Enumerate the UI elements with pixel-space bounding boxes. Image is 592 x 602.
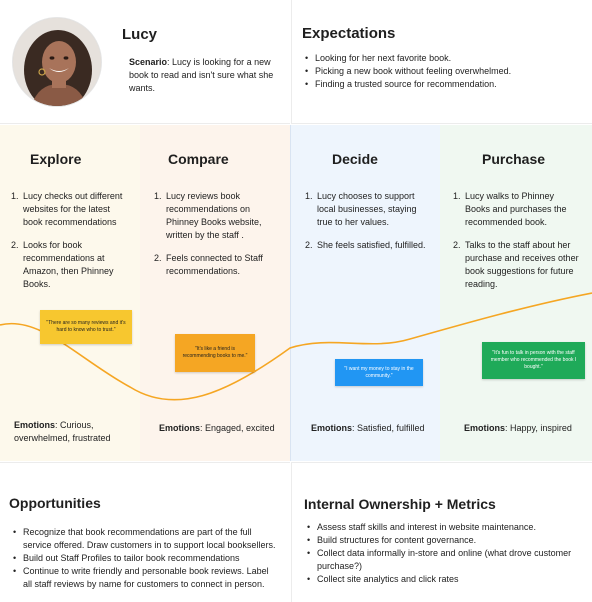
emotions-label: Emotions: [14, 420, 56, 430]
quote-note: "I want my money to stay in the communit…: [335, 359, 423, 386]
stage-title: Compare: [168, 151, 229, 167]
emotions: Emotions: Satisfied, fulfilled: [311, 422, 439, 435]
stage-purchase: Purchase 1.Lucy walks to Phinney Books a…: [440, 125, 592, 461]
emotions-label: Emotions: [464, 423, 506, 433]
step-item: 2.Looks for book recommendations at Amaz…: [11, 240, 114, 289]
emotions-text: : Satisfied, fulfilled: [352, 423, 425, 433]
ownership-title: Internal Ownership + Metrics: [304, 496, 496, 512]
scenario-label: Scenario: [129, 57, 168, 67]
persona-portrait-image: [13, 18, 101, 106]
emotions: Emotions: Curious, overwhelmed, frustrat…: [14, 419, 124, 445]
opportunities-title: Opportunities: [9, 495, 101, 511]
step-text: Lucy walks to Phinney Books and purchase…: [465, 191, 567, 227]
expectations-panel: Expectations Looking for her next favori…: [291, 0, 592, 124]
emotions: Emotions: Engaged, excited: [159, 422, 287, 435]
expectations-title: Expectations: [302, 25, 396, 42]
ownership-panel: Internal Ownership + Metrics Assess staf…: [291, 462, 592, 602]
step-item: 1.Lucy chooses to support local business…: [305, 191, 417, 227]
avatar: [12, 17, 102, 107]
ownership-item: Build structures for content governance.: [306, 534, 578, 547]
opportunity-item: Recognize that book recommendations are …: [12, 526, 280, 552]
quote-note: "It's like a friend is recommending book…: [175, 334, 255, 372]
opportunities-panel: Opportunities Recognize that book recomm…: [0, 462, 290, 602]
ownership-item: Collect data informally in-store and onl…: [306, 547, 578, 573]
persona-name: Lucy: [122, 26, 158, 43]
ownership-item: Collect site analytics and click rates: [306, 573, 578, 586]
scenario-description: : Lucy is looking for a new book to read…: [129, 57, 274, 93]
quote-note: "There are so many reviews and it's hard…: [40, 310, 132, 344]
step-text: She feels satisfied, fulfilled.: [317, 240, 426, 250]
persona-panel: Lucy Scenario: Lucy is looking for a new…: [0, 0, 290, 124]
step-text: Feels connected to Staff recommendations…: [166, 253, 263, 276]
step-item: 1.Lucy walks to Phinney Books and purcha…: [453, 191, 567, 227]
step-item: 2.Talks to the staff about her purchase …: [453, 240, 579, 289]
step-item: 1.Lucy reviews book recommendations on P…: [154, 191, 262, 240]
emotions-text: : Curious, overwhelmed, frustrated: [14, 420, 111, 443]
step-item: 2.She feels satisfied, fulfilled.: [305, 240, 426, 250]
quote-note: "It's fun to talk in person with the sta…: [482, 342, 585, 379]
stage-compare: Compare 1.Lucy reviews book recommendati…: [140, 125, 290, 461]
stage-steps: 1.Lucy reviews book recommendations on P…: [154, 190, 284, 288]
stage-title: Purchase: [482, 151, 546, 167]
scenario-text: Scenario: Lucy is looking for a new book…: [129, 56, 285, 95]
expectations-list: Looking for her next favorite book. Pick…: [304, 52, 584, 91]
opportunities-list: Recognize that book recommendations are …: [12, 526, 280, 591]
step-text: Talks to the staff about her purchase an…: [465, 240, 579, 289]
emotions-label: Emotions: [159, 423, 201, 433]
step-item: 1.Lucy checks out different websites for…: [11, 191, 123, 227]
ownership-list: Assess staff skills and interest in webs…: [306, 521, 578, 586]
step-text: Looks for book recommendations at Amazon…: [23, 240, 114, 289]
expectation-item: Finding a trusted source for recommendat…: [304, 78, 584, 91]
step-text: Lucy checks out different websites for t…: [23, 191, 123, 227]
stage-steps: 1.Lucy chooses to support local business…: [305, 190, 431, 262]
ownership-item: Assess staff skills and interest in webs…: [306, 521, 578, 534]
expectation-item: Looking for her next favorite book.: [304, 52, 584, 65]
opportunity-item: Continue to write friendly and personabl…: [12, 565, 280, 591]
opportunity-item: Build out Staff Profiles to tailor book …: [12, 552, 280, 565]
step-text: Lucy chooses to support local businesses…: [317, 191, 417, 227]
stage-decide: Decide 1.Lucy chooses to support local b…: [290, 125, 440, 461]
stage-steps: 1.Lucy checks out different websites for…: [11, 190, 129, 301]
emotions-text: : Engaged, excited: [200, 423, 275, 433]
emotions-text: : Happy, inspired: [505, 423, 572, 433]
step-item: 2.Feels connected to Staff recommendatio…: [154, 253, 263, 276]
stage-title: Decide: [332, 151, 378, 167]
stage-explore: Explore 1.Lucy checks out different webs…: [0, 125, 140, 461]
emotions: Emotions: Happy, inspired: [464, 422, 588, 435]
stage-steps: 1.Lucy walks to Phinney Books and purcha…: [453, 190, 579, 301]
emotions-label: Emotions: [311, 423, 353, 433]
expectation-item: Picking a new book without feeling overw…: [304, 65, 584, 78]
stage-title: Explore: [30, 151, 82, 167]
step-text: Lucy reviews book recommendations on Phi…: [166, 191, 262, 240]
